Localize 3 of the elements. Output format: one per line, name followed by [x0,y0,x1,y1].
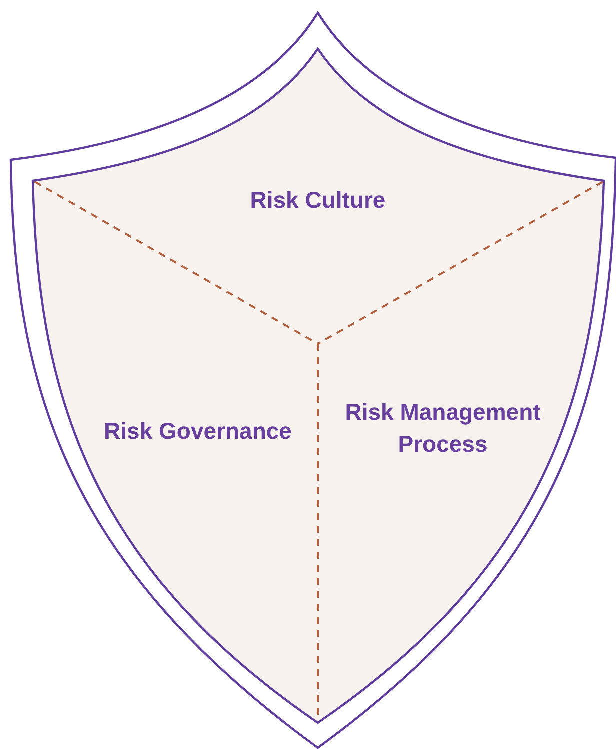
section-label: Risk Culture [250,186,386,215]
section-label: Risk Management Process [344,398,542,459]
section-label: Risk Governance [104,417,292,446]
